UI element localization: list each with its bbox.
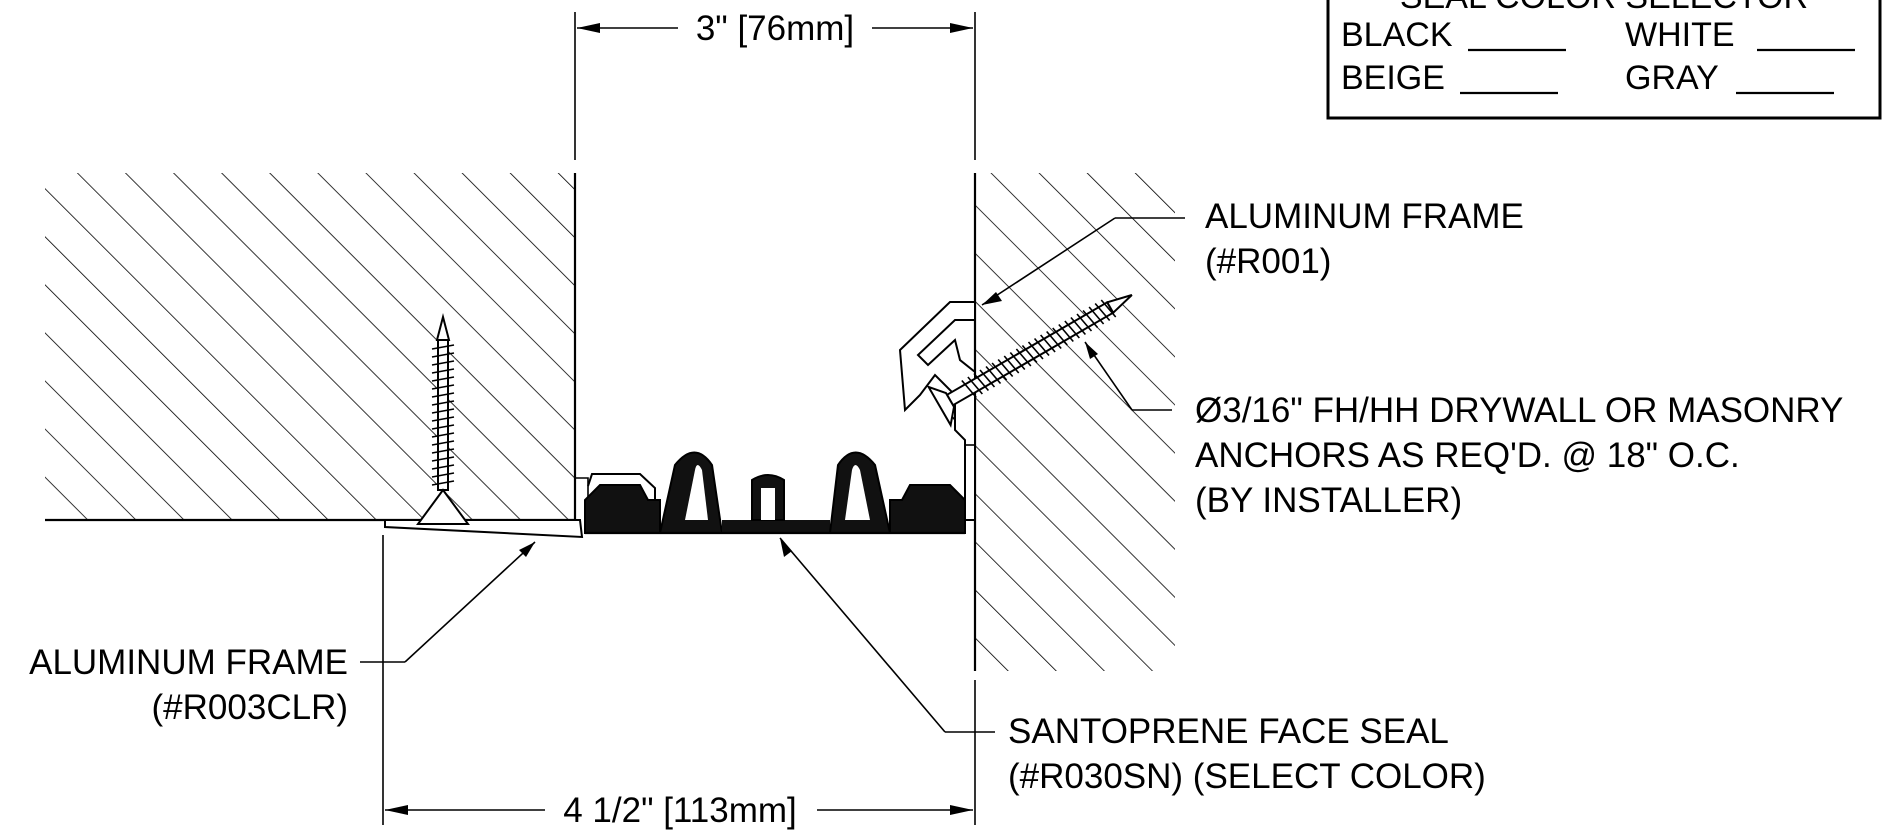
leader-lines [360,217,1185,733]
callout-anchor-line1: Ø3/16" FH/HH DRYWALL OR MASONRY [1195,391,1843,430]
selector-option-black: BLACK [1341,16,1453,54]
callout-right-frame-line1: ALUMINUM FRAME [1205,197,1524,236]
right-screw [926,294,1133,428]
callout-anchor-line3: (BY INSTALLER) [1195,481,1462,520]
selector-option-white: WHITE [1625,16,1735,54]
top-dimension [574,12,976,160]
callout-seal-line2: (#R030SN) (SELECT COLOR) [1008,757,1486,796]
right-wall-substrate [973,173,1175,671]
selector-option-gray: GRAY [1625,59,1719,97]
callout-left-frame-line2: (#R003CLR) [152,688,348,727]
callout-anchor-line2: ANCHORS AS REQ'D. @ 18" O.C. [1195,436,1740,475]
left-wall-substrate [45,173,577,522]
santoprene-face-seal [584,451,966,535]
callout-right-frame-line2: (#R001) [1205,242,1331,281]
callout-left-frame-line1: ALUMINUM FRAME [29,643,348,682]
selector-title: SEAL COLOR SELECTOR [1400,0,1808,16]
bottom-dimension [382,535,976,825]
seal-color-selector: SEAL COLOR SELECTOR BLACK WHITE BEIGE GR… [1326,0,1882,120]
left-screw [416,313,470,525]
top-dimension-label: 3" [76mm] [696,9,854,48]
selector-option-beige: BEIGE [1341,59,1445,97]
callout-seal-line1: SANTOPRENE FACE SEAL [1008,712,1449,751]
bottom-dimension-label: 4 1/2" [113mm] [563,791,797,830]
